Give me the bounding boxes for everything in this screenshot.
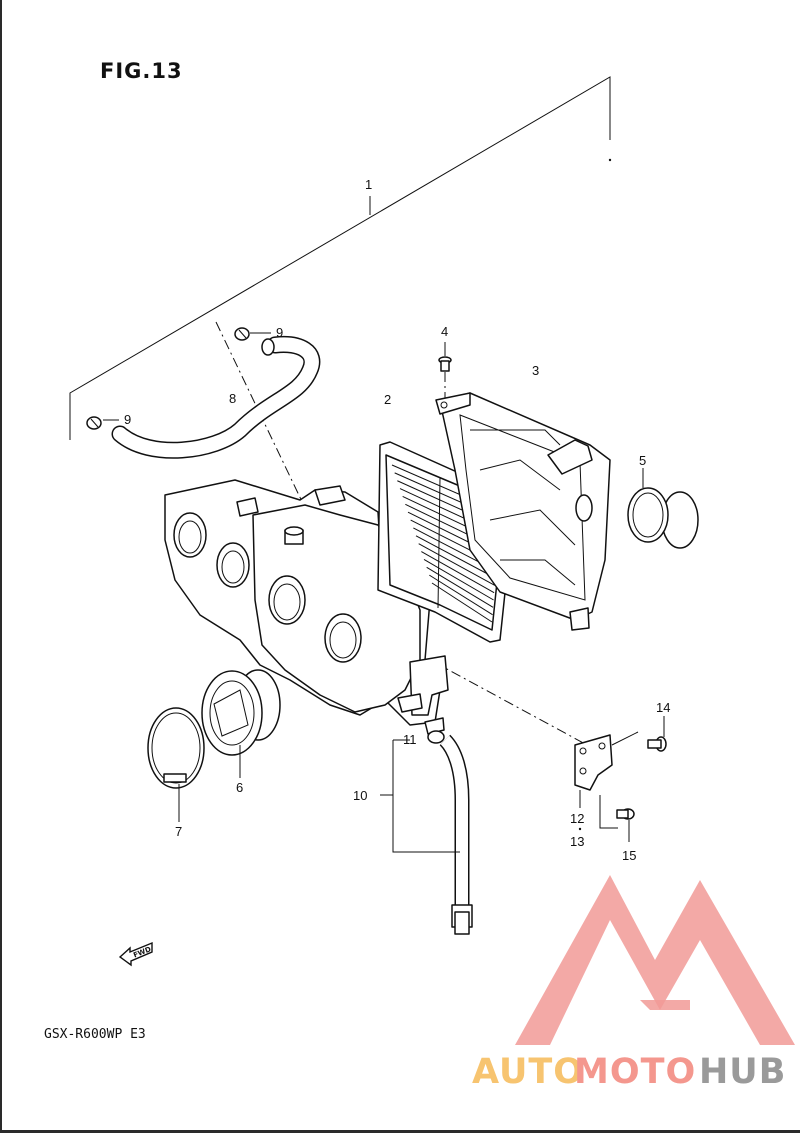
callout-5: 5 [639, 453, 646, 468]
model-code: GSX-R600WP E3 [44, 1027, 146, 1042]
clip-11 [427, 730, 445, 744]
bolt-14 [647, 716, 667, 752]
clamp-7 [147, 707, 205, 822]
breather-hose-8 [111, 335, 321, 459]
figure-title: FIG.13 [100, 59, 183, 83]
callout-15: 15 [622, 848, 636, 863]
callout-9-lower: 9 [124, 412, 131, 427]
callout-13: 13 [570, 834, 584, 849]
clip-9-lower [86, 416, 102, 430]
automotohub-logo: AUTO MOTO HUB [472, 875, 795, 1092]
filter-rib [421, 551, 495, 594]
callout-3: 3 [532, 363, 539, 378]
callout-11: 11 [403, 732, 417, 747]
callout-9-upper: 9 [276, 325, 283, 340]
callout-4: 4 [441, 324, 448, 339]
callout-8: 8 [229, 391, 236, 406]
callout-14: 14 [656, 700, 670, 715]
logo-word-moto: MOTO [574, 1052, 696, 1092]
fwd-label: FWD [132, 945, 152, 959]
drain-hose-10 [380, 734, 473, 935]
callout-7: 7 [175, 824, 182, 839]
seal-ring-5 [627, 468, 699, 549]
logo-word-hub: HUB [699, 1052, 786, 1092]
screw-4 [438, 342, 452, 398]
callout-12: 12 [570, 811, 584, 826]
callout-10: 10 [353, 788, 367, 803]
filter-rib [431, 582, 493, 623]
bracket-12 [574, 731, 639, 831]
forward-arrow-icon: FWD [118, 941, 153, 967]
intake-pipe-6 [201, 669, 281, 778]
callout-2: 2 [384, 392, 391, 407]
bolt-15 [616, 808, 635, 842]
assembly-bracket-1 [69, 76, 612, 440]
filter-rib [418, 543, 495, 586]
air-cleaner-cap-3 [435, 392, 611, 631]
filter-rib [423, 558, 494, 601]
callout-6: 6 [236, 780, 243, 795]
filter-rib [426, 566, 494, 608]
logo-word-auto: AUTO [472, 1052, 584, 1092]
callout-1: 1 [365, 177, 372, 192]
filter-rib [415, 535, 496, 579]
filter-divider [437, 477, 441, 609]
filter-rib [429, 574, 493, 616]
clip-9-upper [234, 327, 250, 341]
